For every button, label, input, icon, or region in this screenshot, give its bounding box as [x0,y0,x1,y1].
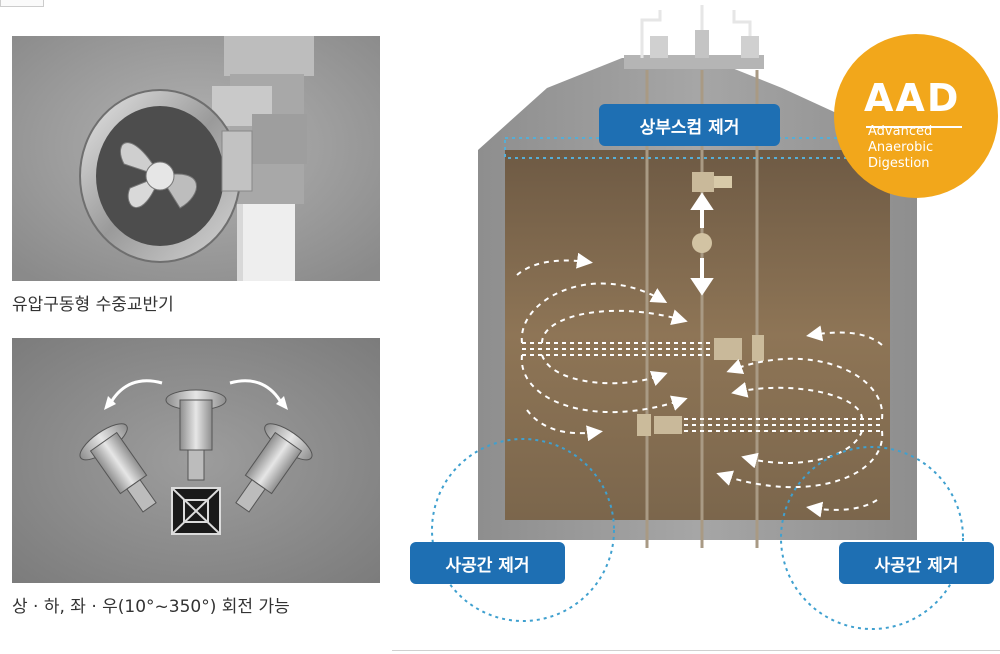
left-jet-mixer [714,335,764,361]
bottom-rule [392,650,1000,651]
aad-line-advanced: Advanced [868,124,933,139]
right-circulation [716,325,884,518]
left-deadzone-label: 사공간 제거 [410,542,565,584]
guide-poles [645,70,759,548]
rotate-right-arrow [229,379,284,405]
scum-removal-label: 상부스컴 제거 [599,104,780,146]
rotate-left-arrow [108,379,163,405]
mixer-caption: 유압구동형 수중교반기 [12,295,174,315]
aad-badge: AAD Advanced Anaerobic Digestion [834,34,998,198]
right-deadzone-circle [780,446,964,630]
right-deadzone-label: 사공간 제거 [839,542,994,584]
left-deadzone-circle [431,438,615,622]
digester-diagram [431,5,964,630]
middle-mixer [692,233,712,253]
rotation-photo [12,338,380,583]
mixer-photo [12,36,380,281]
aad-divider [866,126,962,128]
mixer-illustration [12,36,380,281]
corner-tab [0,0,44,7]
aad-line-digestion: Digestion [868,156,930,171]
top-mixer [692,172,732,192]
right-jet-mixer [637,414,682,436]
left-circulation [516,252,688,442]
aad-title: AAD [864,76,961,120]
aad-line-anaerobic: Anaerobic [868,140,934,155]
rotation-caption: 상 · 하, 좌 · 우(10°~350°) 회전 가능 [12,597,290,617]
right-jet-stream [684,418,882,432]
rotation-illustration [12,338,380,583]
